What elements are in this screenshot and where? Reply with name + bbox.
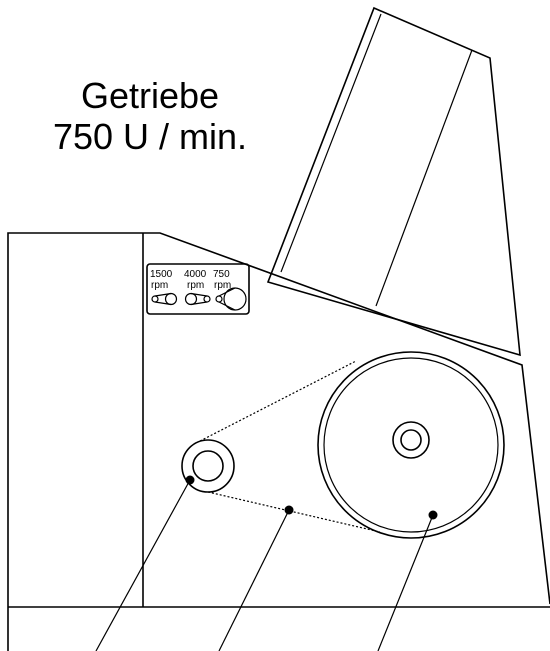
pulley-4000-icon: [184, 292, 211, 306]
hood-inner-edge-right: [375, 49, 473, 307]
pulley-750-icon: [215, 287, 247, 311]
pulley-1500-icon: [151, 292, 178, 306]
belt-top-run: [199, 360, 357, 442]
motor-pulley-hub: [192, 450, 224, 482]
caption-speed: 750 U / min.: [52, 116, 248, 157]
speed-1500-unit: rpm: [151, 280, 168, 291]
motor-pulley-rim: [181, 439, 235, 493]
motor-pulley: [181, 439, 235, 493]
speed-750-value: 750: [213, 269, 230, 280]
spindle-pulley: [317, 351, 505, 539]
speed-plate: 1500 rpm 4000 rpm 750 rpm: [146, 263, 250, 315]
hood-inner-edge-left: [280, 13, 382, 273]
speed-750-unit: rpm: [214, 280, 231, 291]
spindle-pulley-outer-rim: [317, 351, 505, 539]
spindle-hub-outer: [392, 421, 430, 459]
callout-leader-belt: [218, 509, 290, 651]
upper-housing: [266, 6, 521, 357]
spindle-hub-inner: [400, 429, 422, 451]
spindle-pulley-inner-rim: [323, 357, 499, 533]
caption-title: Getriebe: [80, 75, 220, 116]
speed-4000-unit: rpm: [187, 280, 204, 291]
belt-bottom-run: [207, 491, 381, 533]
drive-belt: [199, 360, 381, 533]
callouts: [95, 475, 438, 651]
hood-outline: [266, 6, 521, 357]
speed-4000-value: 4000: [184, 269, 207, 280]
callout-leader-spindle-pulley: [377, 514, 434, 651]
speed-1500-value: 1500: [150, 269, 173, 280]
body-outline: [7, 232, 550, 651]
callout-leader-motor-pulley: [95, 479, 191, 651]
speed-plate-frame: [146, 263, 250, 315]
machine-body: [7, 232, 550, 651]
